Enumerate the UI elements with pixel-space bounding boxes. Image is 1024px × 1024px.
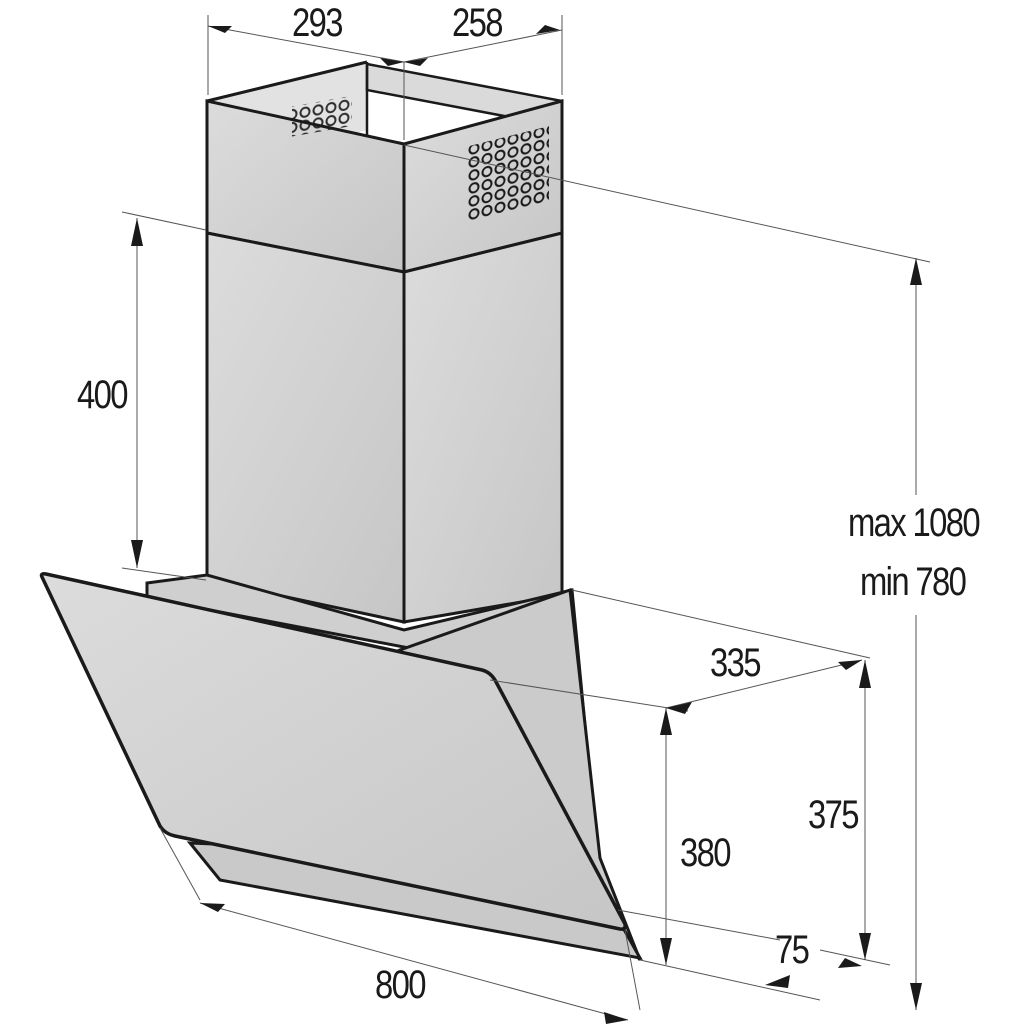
dim-hood-width: 800 [375,963,426,1007]
dim-hood-height-back: 375 [808,793,859,837]
dimension-arrows [131,25,922,1024]
dim-total-height-max: max 1080 [848,501,981,545]
dim-hood-height-front: 380 [680,831,731,875]
dimension-lines [121,15,931,1021]
dim-chimney-width: 293 [292,1,343,45]
dim-hood-depth: 335 [710,641,761,685]
dim-lower-chimney-height: 400 [77,373,128,417]
dim-bottom-offset: 75 [775,928,810,972]
upper-chimney [205,60,564,274]
dim-chimney-depth: 258 [452,1,503,45]
lower-chimney [205,231,564,624]
dim-total-height-min: min 780 [860,560,967,604]
glass-panel [39,572,627,931]
